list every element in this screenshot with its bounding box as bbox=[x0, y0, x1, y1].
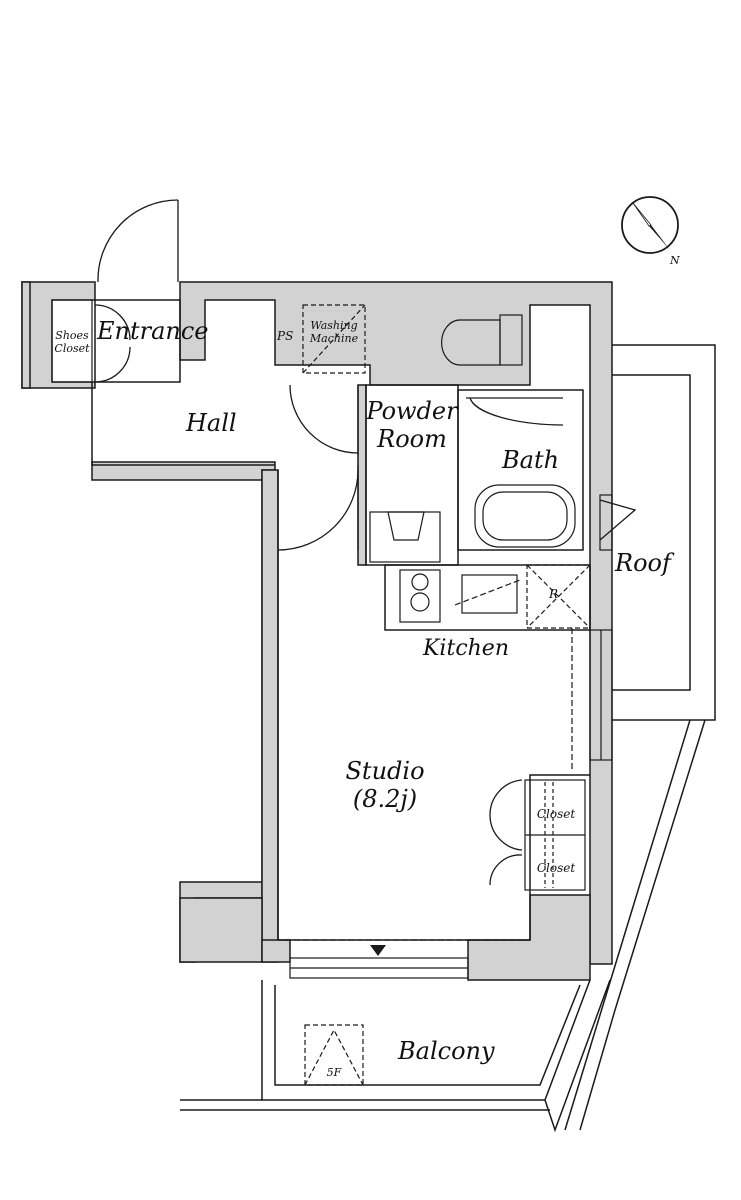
washing-line2: Machine bbox=[309, 331, 359, 345]
studio-area: (8.2j) bbox=[352, 784, 418, 813]
washing-line1: Washing bbox=[310, 319, 358, 332]
closet-upper-label: Closet bbox=[536, 807, 576, 821]
bath-label: Bath bbox=[502, 446, 560, 474]
shoes-closet-line1: Shoes bbox=[55, 329, 89, 342]
doors bbox=[94, 199, 637, 886]
room-outlines bbox=[91, 299, 716, 1133]
powder-room-line1: Powder bbox=[366, 397, 458, 425]
studio-label: Studio (8.2j) bbox=[335, 757, 435, 813]
walls bbox=[21, 281, 613, 981]
powder-room-label: Powder Room bbox=[366, 397, 458, 453]
ps-label: PS bbox=[277, 329, 294, 343]
compass-north-label: N bbox=[670, 254, 680, 267]
compass bbox=[621, 196, 679, 254]
kitchen-label: Kitchen bbox=[423, 636, 509, 661]
closet-lower-label: Closet bbox=[536, 861, 576, 875]
balcony-label: Balcony bbox=[398, 1037, 495, 1065]
fixtures bbox=[51, 299, 613, 1086]
refrigerator-label: R bbox=[549, 587, 559, 601]
hall-label: Hall bbox=[186, 409, 237, 437]
studio-name: Studio bbox=[345, 757, 425, 785]
entrance-label: Entrance bbox=[97, 317, 209, 345]
washing-machine-label: Washing Machine bbox=[303, 319, 365, 345]
powder-room-line2: Room bbox=[377, 424, 447, 453]
shoes-closet-line2: Closet bbox=[54, 341, 90, 355]
floor-marker-label: 5F bbox=[326, 1066, 342, 1079]
roof-label: Roof bbox=[615, 549, 671, 577]
shoes-closet-label: Shoes Closet bbox=[52, 329, 92, 355]
window-marker bbox=[370, 945, 386, 956]
